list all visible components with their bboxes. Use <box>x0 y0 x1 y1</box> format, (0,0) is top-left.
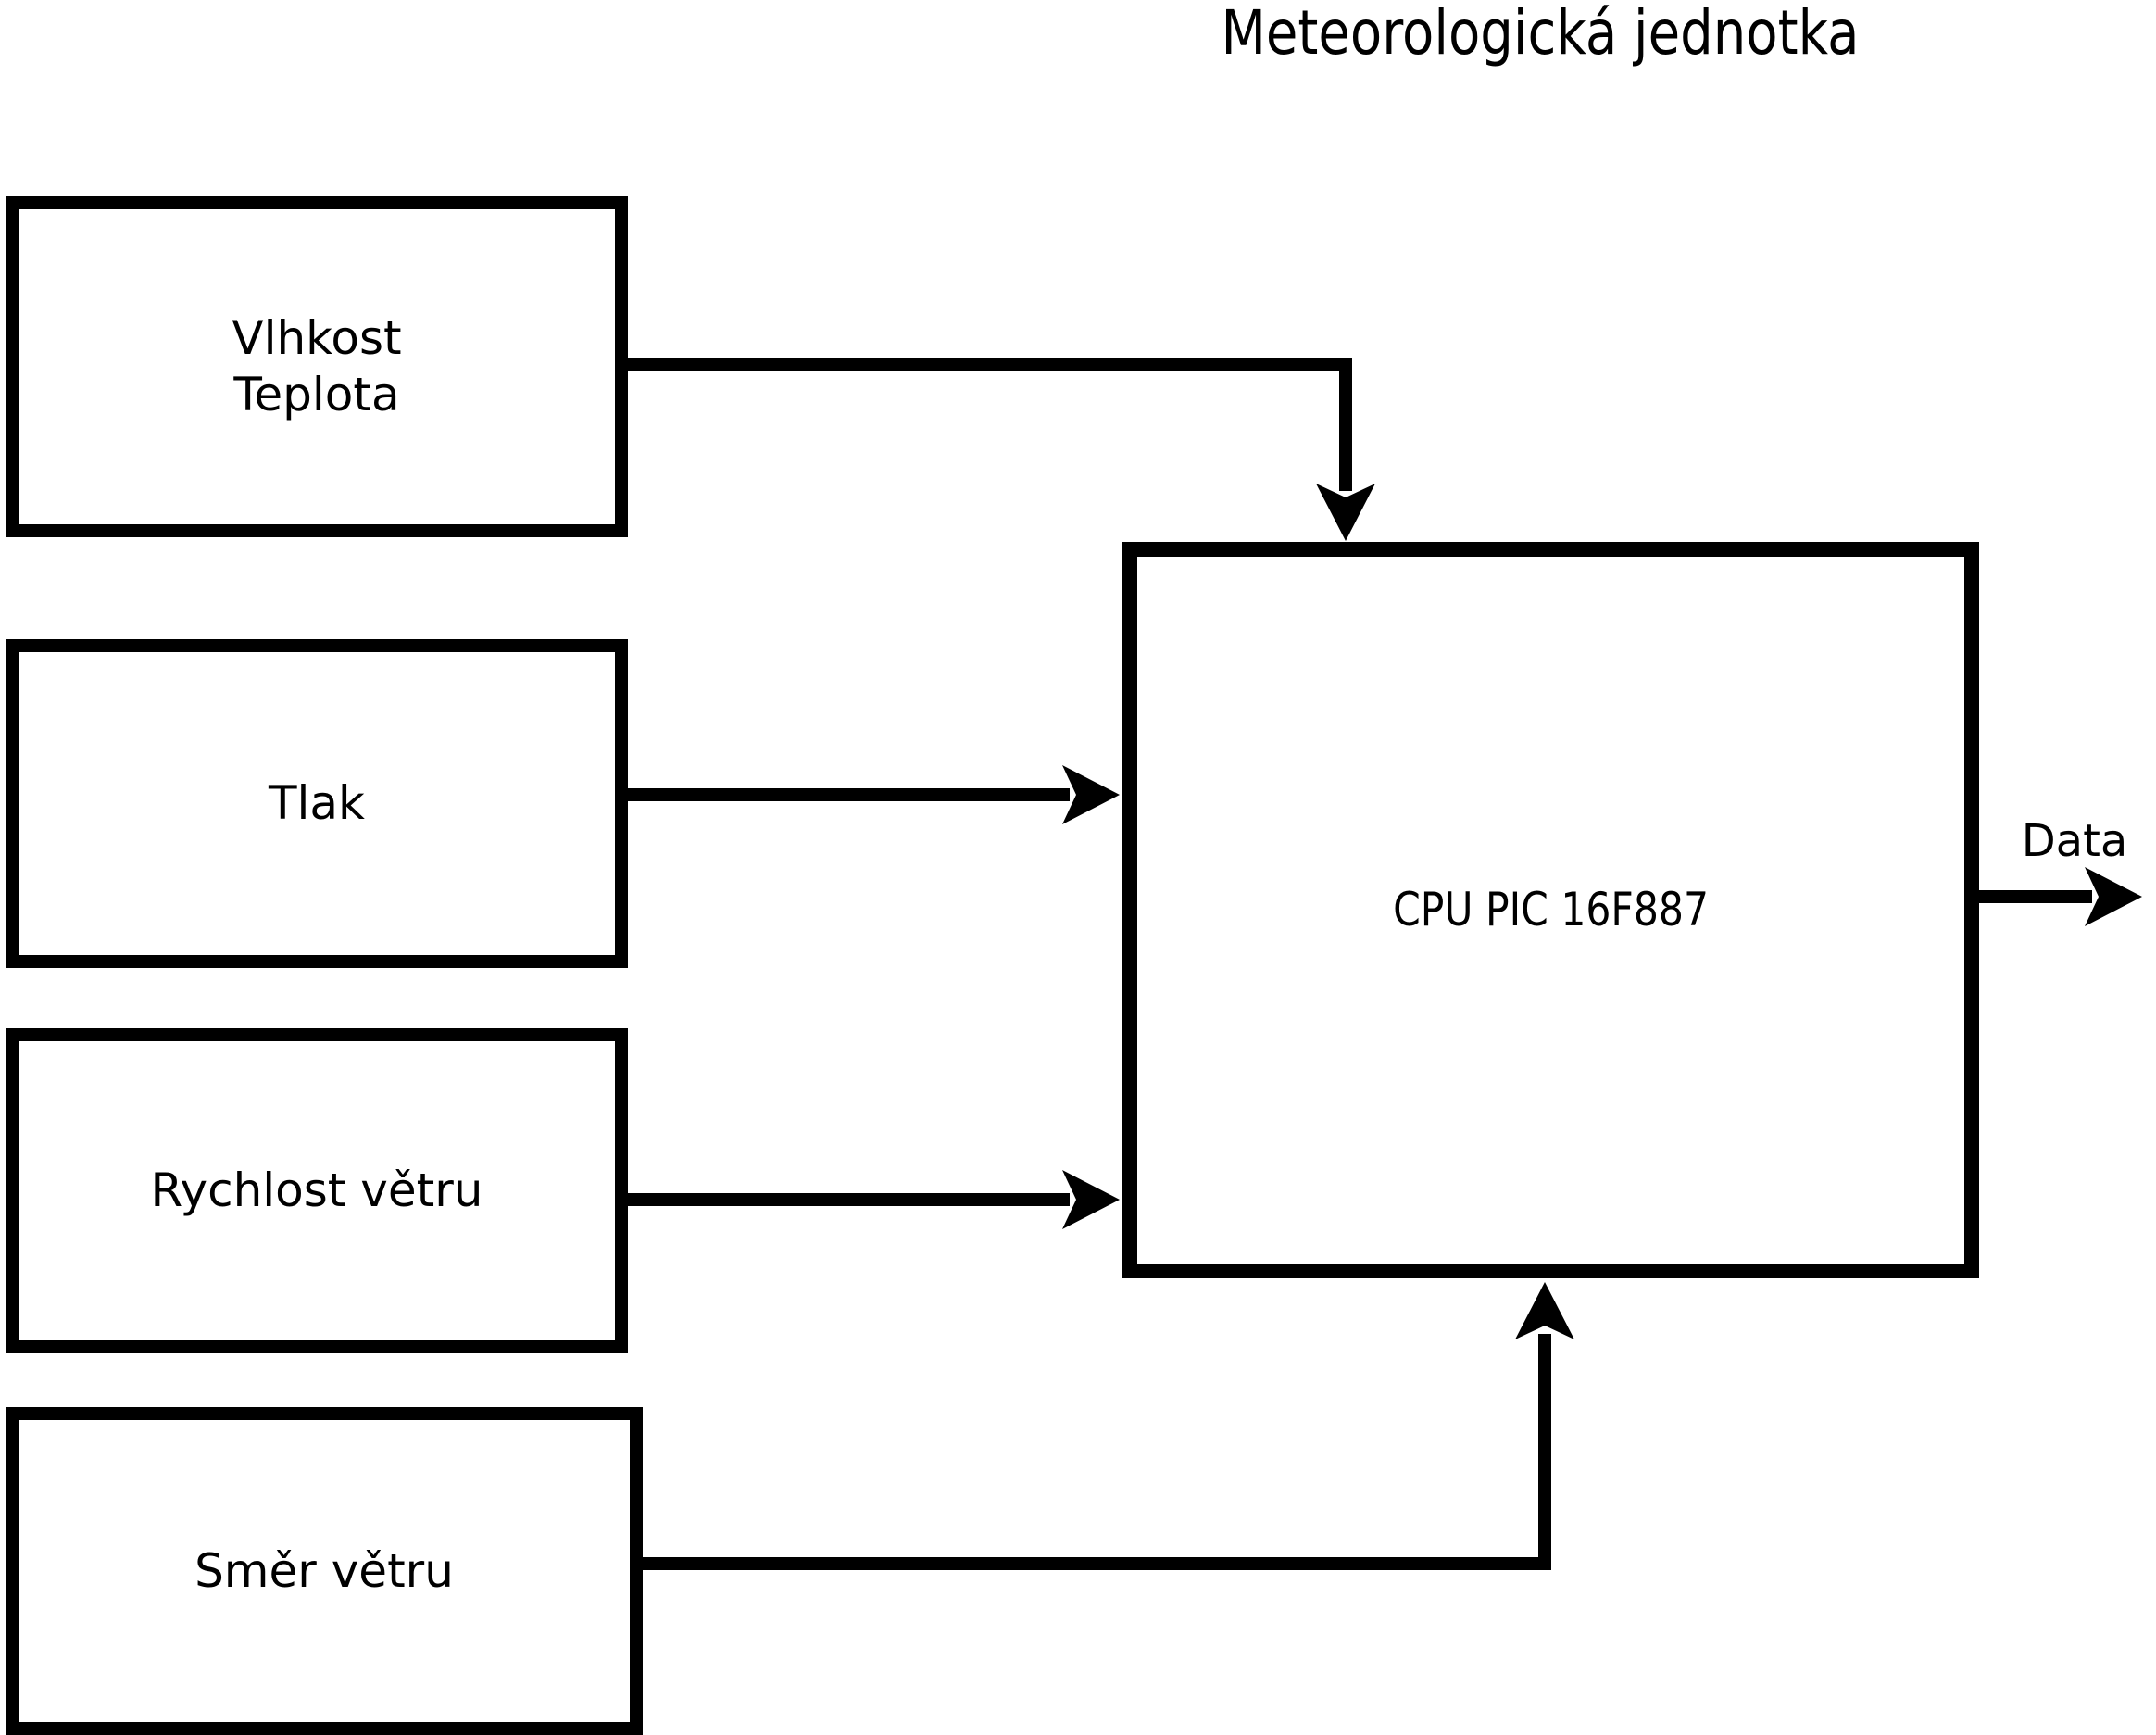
arrow-vlhkost-teplota-to-cpu <box>622 358 1375 541</box>
cpu-label: CPU PIC 16F887 <box>1393 883 1709 937</box>
output-data-label: Data <box>2021 815 2128 867</box>
sensor-label-line: Vlhkost <box>232 311 402 365</box>
sensor-label: Rychlost větru <box>150 1163 483 1217</box>
sensor-box-rychlost-vetru: Rychlost větru <box>6 1028 628 1353</box>
arrow-smer-vetru-to-cpu <box>622 1282 1574 1570</box>
arrow-cpu-to-data <box>1971 867 2142 926</box>
cpu-box: CPU PIC 16F887 <box>1122 542 1979 1278</box>
arrowhead-right-icon <box>2085 867 2142 926</box>
arrow-rychlost-vetru-to-cpu <box>622 1170 1120 1229</box>
sensor-box-tlak: Tlak <box>6 639 628 968</box>
arrowhead-down-icon <box>1316 484 1375 541</box>
sensor-box-vlhkost-teplota: Vlhkost Teplota <box>6 196 628 537</box>
sensor-label: Směr větru <box>194 1543 454 1598</box>
arrowhead-right-icon <box>1062 1170 1120 1229</box>
sensor-label-line: Teplota <box>233 368 400 421</box>
arrowhead-up-icon <box>1515 1282 1574 1339</box>
diagram-title: Meteorologická jednotka <box>1165 0 1916 68</box>
arrow-tlak-to-cpu <box>622 765 1120 824</box>
sensor-label: Tlak <box>268 776 366 830</box>
diagram-title-text: Meteorologická jednotka <box>1221 0 1860 69</box>
sensor-box-smer-vetru: Směr větru <box>6 1407 643 1735</box>
arrowhead-right-icon <box>1062 765 1120 824</box>
